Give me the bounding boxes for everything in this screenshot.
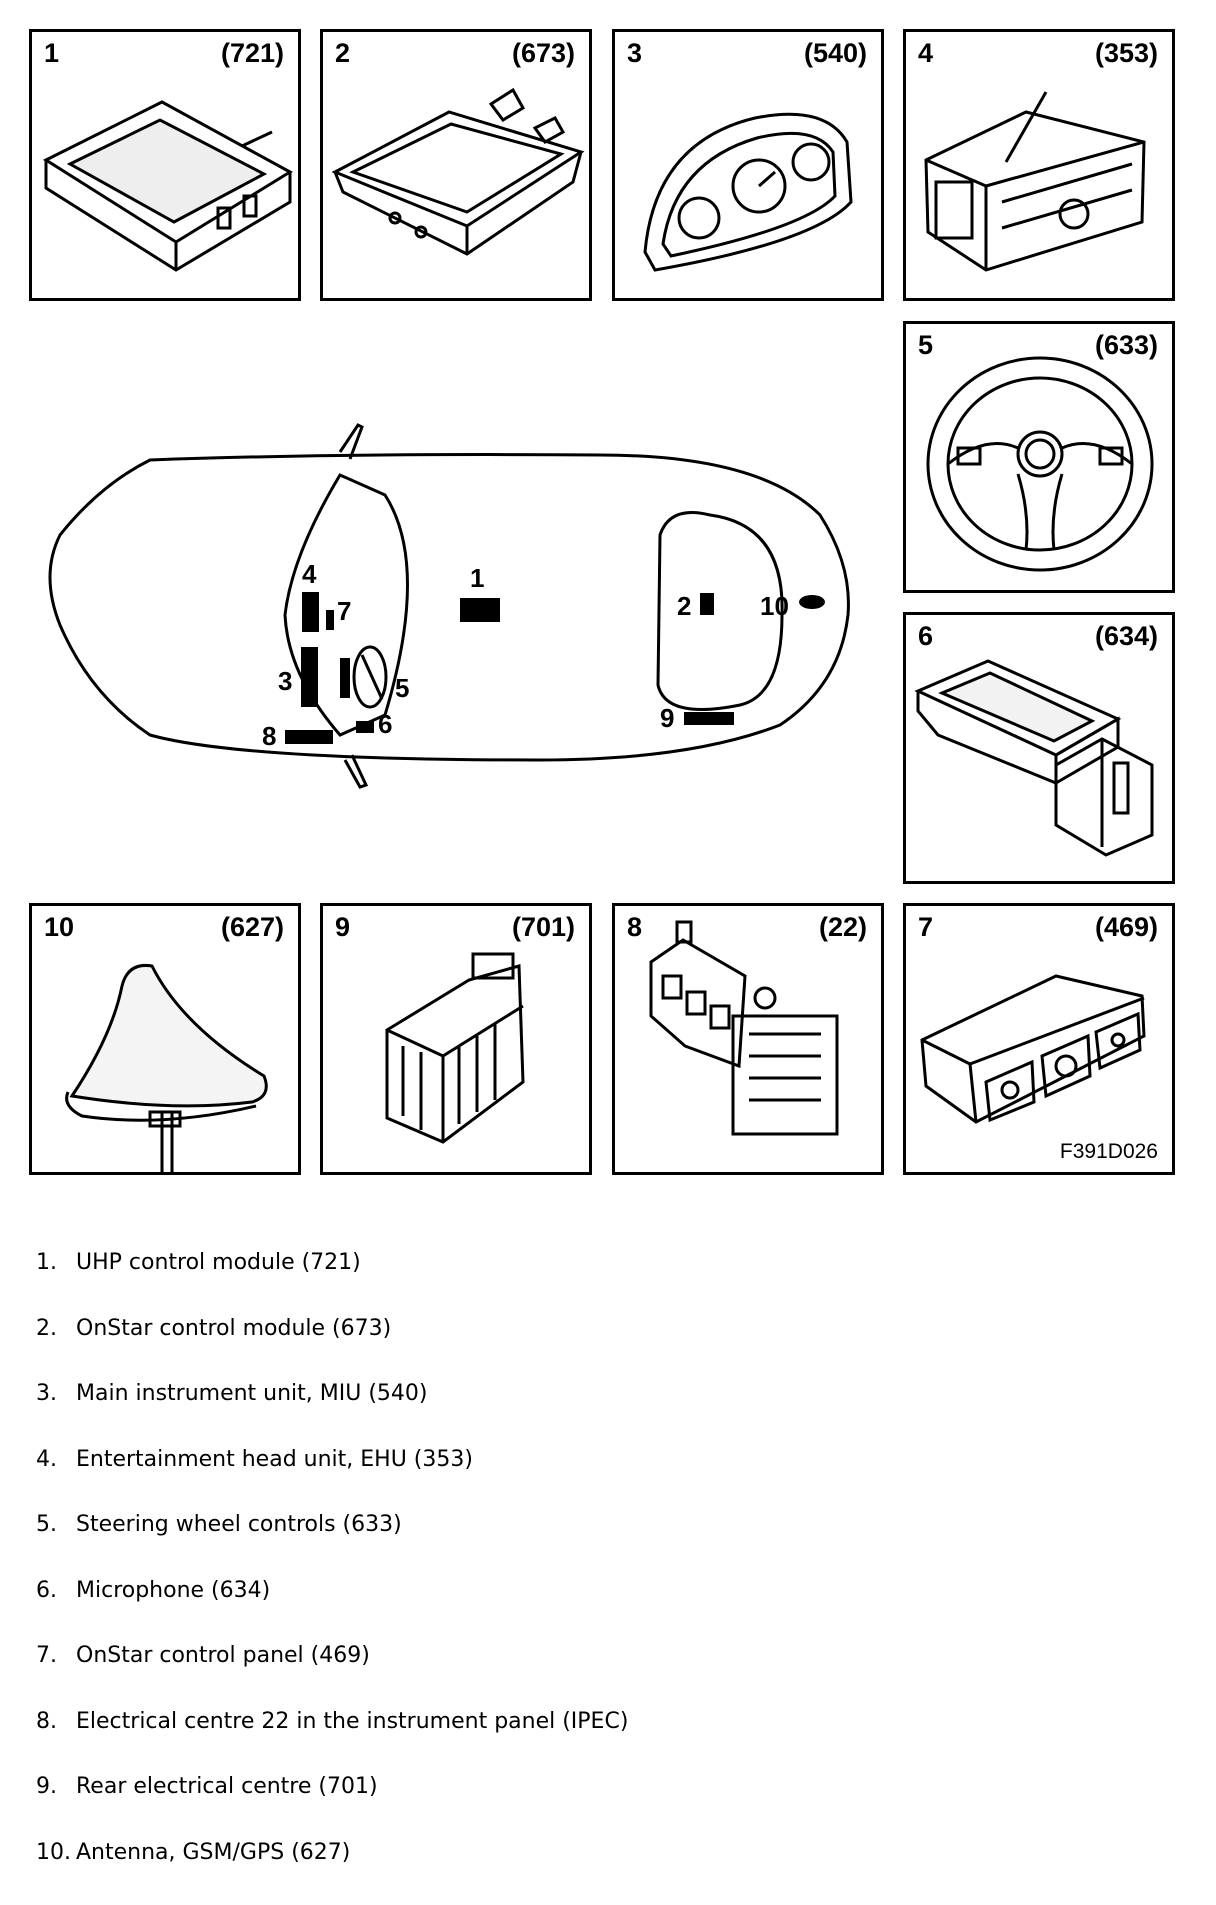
- legend-text: Antenna, GSM/GPS (627): [76, 1840, 350, 1865]
- panel-number: 5: [918, 330, 933, 361]
- rear-fuse-box-icon: [323, 906, 589, 1172]
- panel-rear-electrical-centre: 9 (701): [320, 903, 592, 1175]
- legend-number: 2.: [36, 1316, 76, 1342]
- panel-code: (701): [512, 912, 575, 943]
- panel-code: (721): [221, 38, 284, 69]
- legend-text: UHP control module (721): [76, 1250, 361, 1275]
- legend-item: 4.Entertainment head unit, EHU (353): [36, 1447, 628, 1513]
- marker-7: [326, 610, 334, 630]
- legend-item: 8.Electrical centre 22 in the instrument…: [36, 1709, 628, 1775]
- panel-uhp-module: 1 (721): [29, 29, 301, 301]
- panel-code: (469): [1095, 912, 1158, 943]
- marker-3: [301, 647, 318, 707]
- legend-number: 9.: [36, 1774, 76, 1800]
- panel-antenna: 10 (627): [29, 903, 301, 1175]
- panel-code: (633): [1095, 330, 1158, 361]
- panel-number: 10: [44, 912, 74, 943]
- control-panel-icon: [906, 906, 1172, 1172]
- legend-item: 3.Main instrument unit, MIU (540): [36, 1381, 628, 1447]
- marker-6: [356, 721, 374, 733]
- panel-number: 1: [44, 38, 59, 69]
- panel-onstar-control: 7 (469) F391D026: [903, 903, 1175, 1175]
- legend-text: Rear electrical centre (701): [76, 1774, 378, 1799]
- car-overview-diagram: 1 2 3 4 5 6 7 8 9 10: [40, 415, 850, 795]
- car-mirror-right: [345, 755, 366, 787]
- car-label-4: 4: [302, 559, 317, 589]
- panel-ipec: 8 (22): [612, 903, 884, 1175]
- ipec-fuse-box-icon: [615, 906, 881, 1172]
- car-label-7: 7: [337, 596, 351, 626]
- panel-code: (627): [221, 912, 284, 943]
- legend-text: Main instrument unit, MIU (540): [76, 1381, 428, 1406]
- legend-text: OnStar control panel (469): [76, 1643, 370, 1668]
- legend-item: 7.OnStar control panel (469): [36, 1643, 628, 1709]
- legend-number: 4.: [36, 1447, 76, 1473]
- legend-item: 10.Antenna, GSM/GPS (627): [36, 1840, 628, 1905]
- car-label-9: 9: [660, 703, 674, 733]
- marker-8: [285, 730, 333, 744]
- marker-1: [460, 598, 500, 622]
- car-label-6: 6: [378, 709, 392, 739]
- legend-item: 1.UHP control module (721): [36, 1250, 628, 1316]
- legend-item: 2.OnStar control module (673): [36, 1316, 628, 1382]
- legend-text: Electrical centre 22 in the instrument p…: [76, 1709, 628, 1734]
- panel-instrument-unit: 3 (540): [612, 29, 884, 301]
- panel-number: 8: [627, 912, 642, 943]
- legend-text: OnStar control module (673): [76, 1316, 391, 1341]
- legend-number: 7.: [36, 1643, 76, 1669]
- steering-wheel-marker: [354, 647, 386, 707]
- car-label-5: 5: [395, 673, 409, 703]
- panel-number: 6: [918, 621, 933, 652]
- component-markers: [285, 592, 825, 744]
- legend-number: 10.: [36, 1840, 76, 1866]
- antenna-icon: [32, 906, 298, 1172]
- marker-4: [302, 592, 319, 632]
- microphone-icon: [906, 615, 1172, 881]
- car-label-3: 3: [278, 666, 292, 696]
- legend-text: Steering wheel controls (633): [76, 1512, 402, 1537]
- legend-list: 1.UHP control module (721) 2.OnStar cont…: [36, 1250, 628, 1905]
- legend-number: 5.: [36, 1512, 76, 1538]
- legend-item: 6.Microphone (634): [36, 1578, 628, 1644]
- legend-number: 3.: [36, 1381, 76, 1407]
- legend-item: 5.Steering wheel controls (633): [36, 1512, 628, 1578]
- steering-wheel-icon: [906, 324, 1172, 590]
- panel-entertainment-unit: 4 (353): [903, 29, 1175, 301]
- marker-5a: [340, 658, 350, 698]
- head-unit-icon: [906, 32, 1172, 298]
- car-label-8: 8: [262, 721, 276, 751]
- panel-number: 7: [918, 912, 933, 943]
- panel-number: 2: [335, 38, 350, 69]
- car-label-10: 10: [760, 591, 789, 621]
- legend-text: Entertainment head unit, EHU (353): [76, 1447, 473, 1472]
- instrument-cluster-icon: [615, 32, 881, 298]
- marker-9: [684, 712, 734, 725]
- panel-code: (673): [512, 38, 575, 69]
- legend-text: Microphone (634): [76, 1578, 270, 1603]
- panel-code: (22): [819, 912, 867, 943]
- panel-code: (353): [1095, 38, 1158, 69]
- legend-number: 6.: [36, 1578, 76, 1604]
- panel-steering-controls: 5 (633): [903, 321, 1175, 593]
- legend-number: 8.: [36, 1709, 76, 1735]
- uhp-module-icon: [32, 32, 298, 298]
- car-label-1: 1: [470, 563, 484, 593]
- car-label-2: 2: [677, 591, 691, 621]
- legend-item: 9.Rear electrical centre (701): [36, 1774, 628, 1840]
- panel-code: (540): [804, 38, 867, 69]
- marker-2: [700, 593, 714, 615]
- marker-10: [799, 595, 825, 609]
- panel-number: 9: [335, 912, 350, 943]
- panel-code: (634): [1095, 621, 1158, 652]
- figure-code: F391D026: [1060, 1140, 1158, 1164]
- legend-number: 1.: [36, 1250, 76, 1276]
- onstar-module-icon: [323, 32, 589, 298]
- panel-onstar-module: 2 (673): [320, 29, 592, 301]
- panel-microphone: 6 (634): [903, 612, 1175, 884]
- panel-number: 4: [918, 38, 933, 69]
- panel-number: 3: [627, 38, 642, 69]
